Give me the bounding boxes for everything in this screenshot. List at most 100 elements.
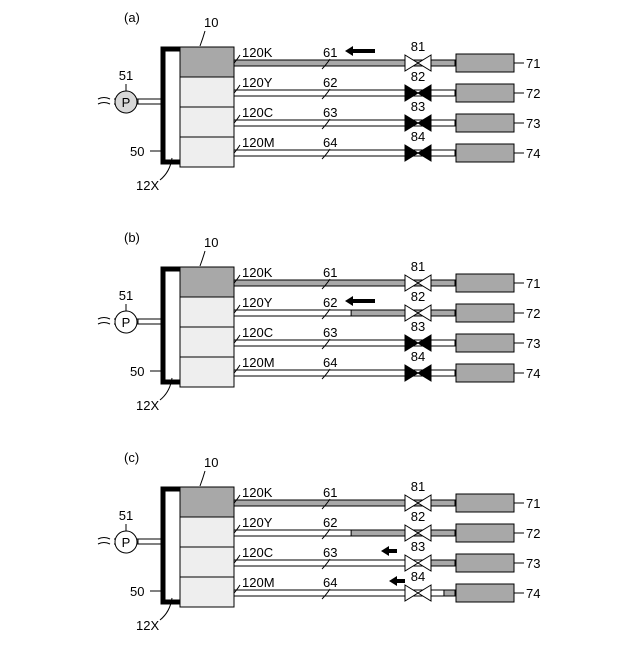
cartridge-label: 74 [526, 366, 540, 381]
chamber-box [180, 107, 234, 137]
cartridge-box [456, 554, 514, 572]
ref-pump-label: 51 [119, 508, 133, 523]
chamber-label: 120Y [242, 75, 273, 90]
pump-symbol: P [122, 315, 131, 330]
ref-pump-label: 51 [119, 288, 133, 303]
cartridge-box [456, 584, 514, 602]
chamber-label: 120C [242, 325, 273, 340]
pipe-break-mark [98, 318, 110, 325]
cartridge-box [456, 524, 514, 542]
cartridge-box [456, 84, 514, 102]
pipe-fill [351, 530, 455, 536]
chamber-box [180, 47, 234, 77]
valve-label: 84 [411, 129, 425, 144]
manifold-bracket [163, 269, 180, 382]
chamber-box [180, 267, 234, 297]
valve-label: 81 [411, 479, 425, 494]
manifold-bracket [163, 49, 180, 162]
ref-corner-label: 12X [136, 618, 159, 633]
ref-unit-label: 10 [204, 455, 218, 470]
ref-manifold-label: 50 [130, 584, 144, 599]
cartridge-box [456, 114, 514, 132]
cartridge-box [456, 54, 514, 72]
valve-icon [405, 145, 418, 161]
panel-c: (c)10P515012X120K618171120Y628272120C638… [98, 450, 540, 633]
valve-label: 82 [411, 69, 425, 84]
cartridge-label: 73 [526, 556, 540, 571]
pipe-label: 63 [323, 545, 337, 560]
chamber-box [180, 547, 234, 577]
valve-icon [405, 365, 418, 381]
pipe-label: 61 [323, 265, 337, 280]
cartridge-label: 71 [526, 56, 540, 71]
flow-arrow-icon [389, 576, 405, 586]
chamber-box [180, 357, 234, 387]
chamber-box [180, 297, 234, 327]
chamber-label: 120M [242, 575, 275, 590]
valve-label: 81 [411, 39, 425, 54]
panel-a: (a)10P515012X120K618171120Y628272120C638… [98, 10, 540, 193]
manifold-bracket [163, 489, 180, 602]
pipe-fill [351, 310, 455, 316]
ref-unit-label: 10 [204, 235, 218, 250]
chamber-label: 120M [242, 135, 275, 150]
pipe-break-mark [98, 538, 110, 545]
leader-line [200, 251, 205, 266]
cartridge-box [456, 494, 514, 512]
flow-arrow-icon [345, 296, 375, 306]
cartridge-box [456, 274, 514, 292]
valve-label: 84 [411, 349, 425, 364]
pipe-label: 62 [323, 75, 337, 90]
cartridge-label: 73 [526, 336, 540, 351]
panel-label: (c) [124, 450, 139, 465]
pipe-label: 64 [323, 575, 337, 590]
pump-symbol: P [122, 535, 131, 550]
cartridge-label: 72 [526, 306, 540, 321]
pipe-label: 64 [323, 355, 337, 370]
panel-label: (a) [124, 10, 140, 25]
panel-label: (b) [124, 230, 140, 245]
chamber-box [180, 517, 234, 547]
cartridge-label: 71 [526, 496, 540, 511]
cartridge-label: 74 [526, 146, 540, 161]
ref-manifold-label: 50 [130, 144, 144, 159]
pipe-label: 63 [323, 105, 337, 120]
cartridge-label: 72 [526, 86, 540, 101]
valve-label: 81 [411, 259, 425, 274]
chamber-box [180, 577, 234, 607]
valve-label: 82 [411, 509, 425, 524]
valve-label: 83 [411, 99, 425, 114]
pipe-label: 61 [323, 485, 337, 500]
chamber-box [180, 487, 234, 517]
cartridge-label: 73 [526, 116, 540, 131]
chamber-label: 120K [242, 265, 273, 280]
pipe-label: 64 [323, 135, 337, 150]
pipe-label: 63 [323, 325, 337, 340]
ref-manifold-label: 50 [130, 364, 144, 379]
chamber-label: 120Y [242, 295, 273, 310]
cartridge-box [456, 364, 514, 382]
leader-line [200, 31, 205, 46]
valve-icon [418, 585, 431, 601]
ref-corner-label: 12X [136, 398, 159, 413]
ref-corner-label: 12X [136, 178, 159, 193]
pipe-break-mark [98, 98, 110, 105]
valve-icon [418, 145, 431, 161]
valve-icon [418, 365, 431, 381]
pump-symbol: P [122, 95, 131, 110]
valve-icon [405, 585, 418, 601]
flow-arrow-icon [345, 46, 375, 56]
valve-label: 82 [411, 289, 425, 304]
cartridge-label: 72 [526, 526, 540, 541]
chamber-label: 120K [242, 485, 273, 500]
chamber-label: 120C [242, 105, 273, 120]
panel-b: (b)10P515012X120K618171120Y628272120C638… [98, 230, 540, 413]
cartridge-box [456, 144, 514, 162]
ref-unit-label: 10 [204, 15, 218, 30]
pipe-label: 62 [323, 295, 337, 310]
chamber-box [180, 77, 234, 107]
valve-label: 84 [411, 569, 425, 584]
cartridge-box [456, 334, 514, 352]
pipe-fill [444, 590, 455, 596]
